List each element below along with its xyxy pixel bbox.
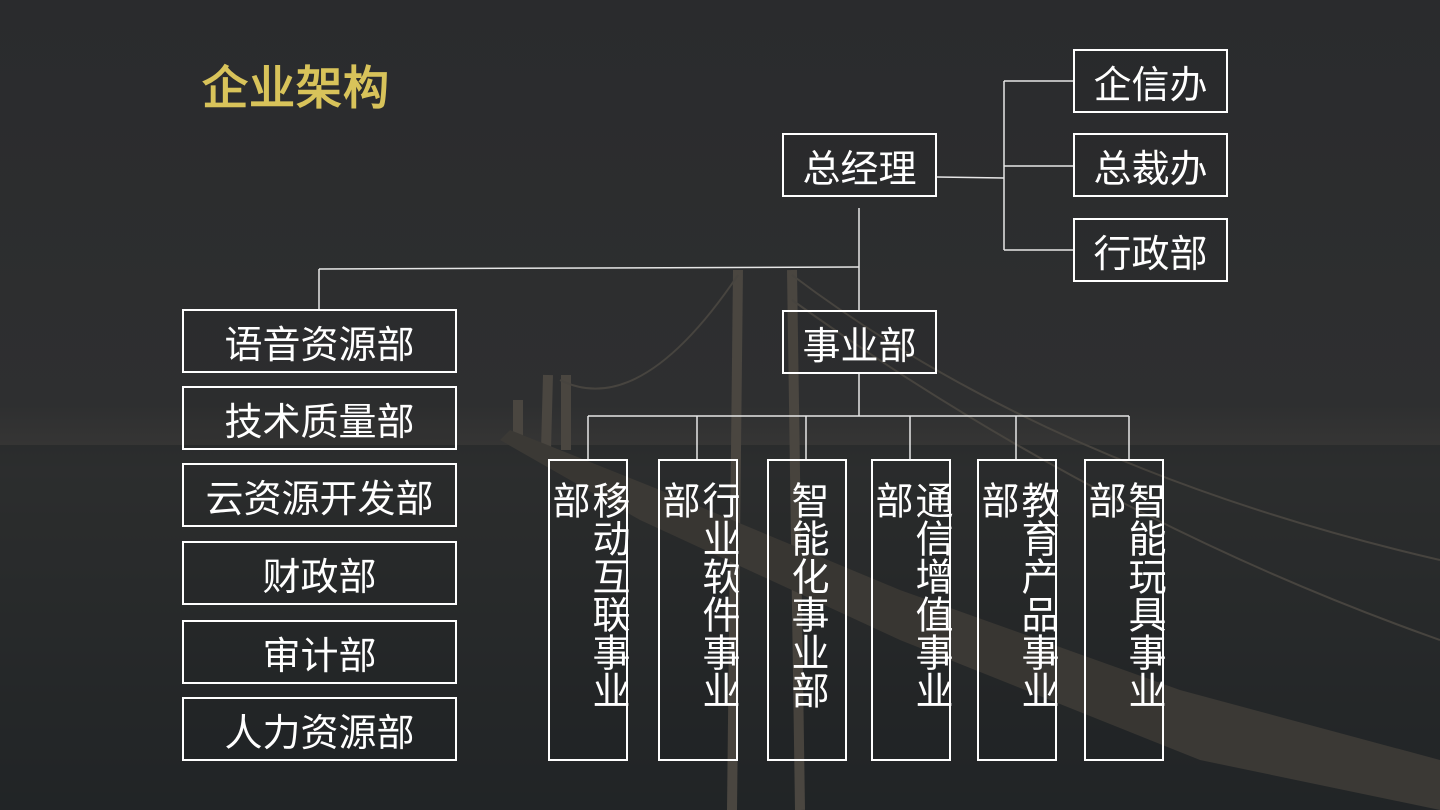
division-box: 智能化事业部	[767, 459, 847, 761]
division-label: 智能玩具事业部	[1084, 461, 1164, 735]
division-box: 教育产品事业部	[977, 459, 1057, 761]
department-box: 财政部	[182, 541, 457, 605]
division-label: 教育产品事业部	[977, 461, 1057, 735]
division-label: 智能化事业部	[787, 461, 827, 735]
division-label: 行业软件事业部	[658, 461, 738, 735]
department-box: 云资源开发部	[182, 463, 457, 527]
root-box-general-manager: 总经理	[782, 133, 937, 197]
department-label: 审计部	[262, 625, 376, 680]
office-label: 总裁办	[1093, 138, 1207, 193]
department-label: 云资源开发部	[205, 468, 433, 523]
office-box: 行政部	[1073, 218, 1228, 282]
division-label: 移动互联事业部	[548, 461, 628, 735]
department-box: 语音资源部	[182, 309, 457, 373]
office-box: 企信办	[1073, 49, 1228, 113]
department-box: 技术质量部	[182, 386, 457, 450]
division-box: 通信增值事业部	[871, 459, 951, 761]
division-box: 行业软件事业部	[658, 459, 738, 761]
office-label: 企信办	[1093, 54, 1207, 109]
business-unit-label: 事业部	[802, 315, 916, 370]
department-label: 人力资源部	[224, 702, 414, 757]
office-box: 总裁办	[1073, 133, 1228, 197]
division-box: 移动互联事业部	[548, 459, 628, 761]
root-label: 总经理	[802, 138, 916, 193]
department-label: 财政部	[262, 546, 376, 601]
department-box: 人力资源部	[182, 697, 457, 761]
department-label: 技术质量部	[224, 391, 414, 446]
business-unit-box: 事业部	[782, 310, 937, 374]
division-label: 通信增值事业部	[871, 461, 951, 735]
page-title: 企业架构	[202, 52, 390, 118]
department-box: 审计部	[182, 620, 457, 684]
department-label: 语音资源部	[224, 314, 414, 369]
division-box: 智能玩具事业部	[1084, 459, 1164, 761]
office-label: 行政部	[1093, 223, 1207, 278]
